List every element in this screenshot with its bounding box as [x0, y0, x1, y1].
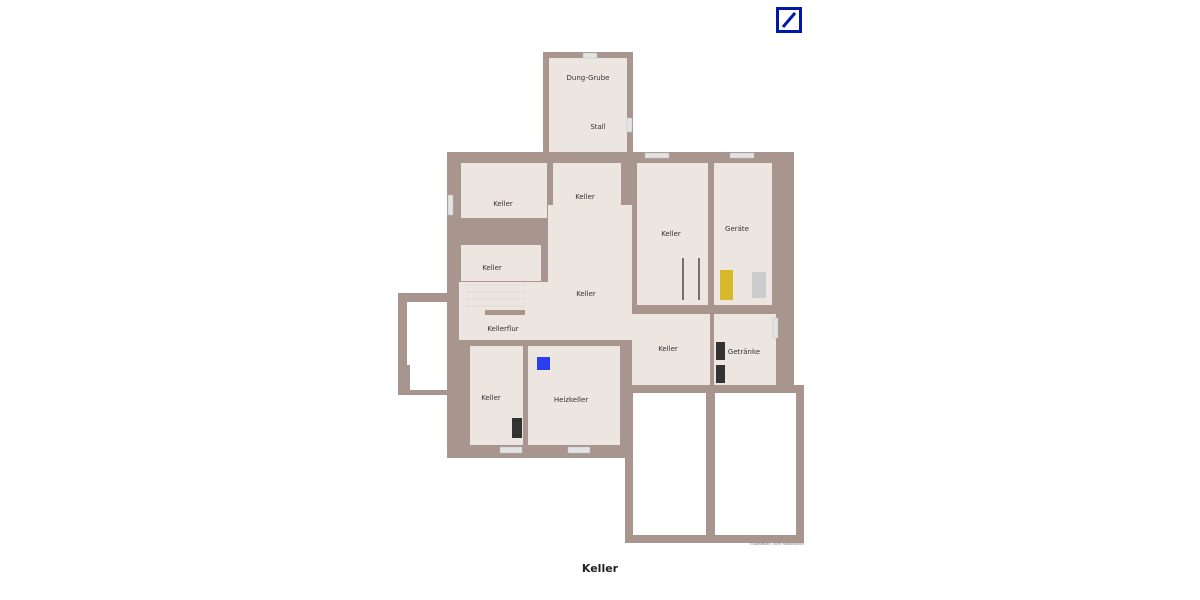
room-label: Keller [661, 230, 681, 238]
empty-areas [407, 302, 796, 535]
room-label: Keller [575, 193, 595, 201]
shelf-icon [716, 342, 725, 360]
windows [447, 52, 779, 454]
room-label: Keller [481, 394, 501, 402]
room-label: Keller [493, 200, 513, 208]
room-labels: Dung-Grube Stall Keller Keller Keller Ge… [481, 74, 760, 404]
room-label: Geräte [725, 225, 749, 233]
room-label: Kellerflur [487, 325, 518, 333]
bicycle-icon [682, 258, 700, 300]
boiler-icon [537, 357, 550, 370]
room-label: Keller [658, 345, 678, 353]
lawnmower-icon [720, 270, 733, 300]
stairs [465, 284, 525, 315]
floors [459, 58, 776, 445]
room-label: Dung-Grube [567, 74, 610, 82]
scale-note: Exposéplan, nicht maßstäblich [750, 542, 804, 546]
room-label: Stall [590, 123, 605, 131]
room-label: Heizkeller [554, 396, 588, 404]
logo [776, 7, 802, 33]
room-label: Keller [482, 264, 502, 272]
room-label: Getränke [728, 348, 760, 356]
floor-title: Keller [581, 562, 619, 575]
shelf-icon [512, 418, 522, 438]
shelf-icon [716, 365, 725, 383]
wheelbarrow-icon [752, 272, 766, 298]
room-label: Keller [576, 290, 596, 298]
